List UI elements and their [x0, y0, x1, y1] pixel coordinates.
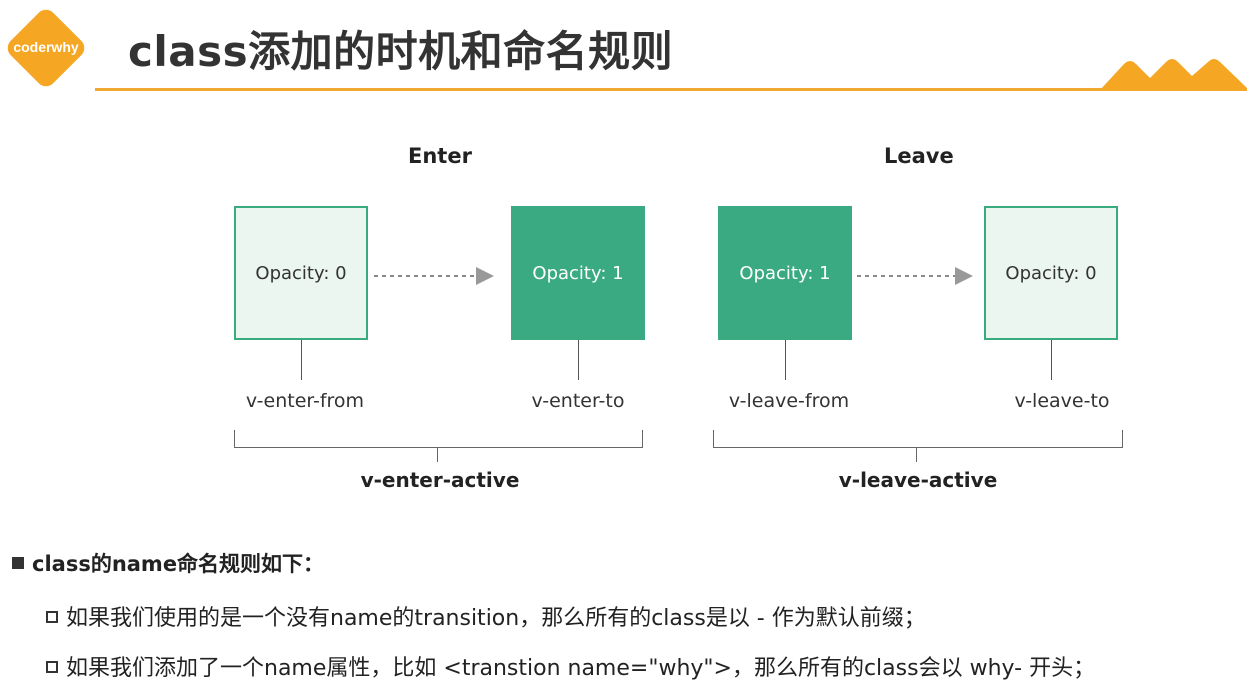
leave-from-class: v-leave-from	[728, 390, 850, 412]
hollow-square-bullet-icon	[46, 661, 58, 673]
enter-arrow-icon	[374, 267, 494, 285]
enter-heading: Enter	[408, 144, 472, 168]
leave-from-box-label: Opacity: 1	[739, 262, 831, 284]
enter-to-box: Opacity: 1	[511, 206, 645, 340]
title-underline	[95, 88, 1247, 91]
filled-square-bullet-icon	[12, 557, 24, 569]
enter-from-stem	[301, 340, 302, 380]
leave-active-bracket	[713, 430, 1123, 448]
page-title: class添加的时机和命名规则	[128, 27, 674, 76]
rule-item-text: 如果我们使用的是一个没有name的transition，那么所有的class是以…	[66, 606, 926, 631]
logo-text: coderwhy	[13, 39, 79, 55]
leave-from-box: Opacity: 1	[718, 206, 852, 340]
hollow-square-bullet-icon	[46, 611, 58, 623]
enter-active-class: v-enter-active	[360, 468, 520, 492]
enter-to-class: v-enter-to	[531, 390, 625, 412]
enter-active-bracket	[234, 430, 643, 448]
rule-item: 如果我们添加了一个name属性，比如 <transtion name="why"…	[46, 650, 1095, 682]
enter-to-box-label: Opacity: 1	[532, 262, 624, 284]
rules-heading: class的name命名规则如下：	[12, 548, 324, 578]
rules-heading-text: class的name命名规则如下：	[32, 552, 325, 576]
leave-active-bracket-tick	[916, 448, 917, 462]
mountain-decoration-icon	[1100, 59, 1247, 90]
leave-to-box-label: Opacity: 0	[1005, 262, 1097, 284]
enter-to-stem	[578, 340, 579, 380]
leave-to-box: Opacity: 0	[984, 206, 1118, 340]
rule-item-text: 如果我们添加了一个name属性，比如 <transtion name="why"…	[66, 656, 1096, 681]
leave-to-class: v-leave-to	[1014, 390, 1110, 412]
enter-active-bracket-tick	[437, 448, 438, 462]
leave-to-stem	[1051, 340, 1052, 380]
rule-item: 如果我们使用的是一个没有name的transition，那么所有的class是以…	[46, 600, 926, 632]
leave-active-class: v-leave-active	[838, 468, 998, 492]
enter-from-box: Opacity: 0	[234, 206, 368, 340]
leave-from-stem	[785, 340, 786, 380]
enter-from-box-label: Opacity: 0	[255, 262, 347, 284]
enter-from-class: v-enter-from	[245, 390, 365, 412]
coderwhy-logo: coderwhy	[3, 5, 89, 91]
leave-heading: Leave	[884, 144, 954, 168]
leave-arrow-icon	[857, 267, 973, 285]
